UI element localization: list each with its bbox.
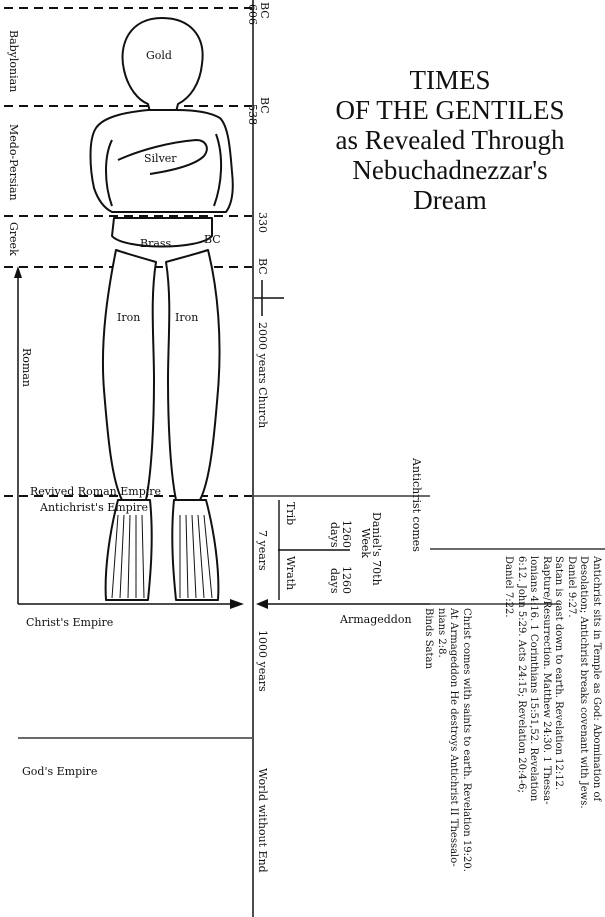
- statue-leg-right: [166, 250, 220, 500]
- timeline-church-age: 2000 years Church: [257, 322, 268, 428]
- timeline-world-without-end: World without End: [257, 768, 268, 873]
- label-wrath: Wrath: [285, 556, 296, 590]
- note-christ: Christ comes with saints to earth. Revel…: [422, 608, 472, 872]
- statue-leg-left: [103, 250, 156, 500]
- label-days-word-b: days: [329, 568, 340, 593]
- label-week: Week: [360, 528, 371, 558]
- label-armageddon: Armageddon: [340, 614, 412, 625]
- timeline-thousand-years: 1000 years: [257, 630, 268, 692]
- note-christ-line: Binds Satan: [422, 608, 435, 872]
- note-antichrist-line: Desolation; Antichrist breaks covenant w…: [577, 556, 590, 809]
- timeline-538-era: BC: [259, 97, 270, 114]
- timeline-606-era: BC: [259, 2, 270, 19]
- timeline-330-era: BC: [257, 258, 268, 275]
- empire-greek: Greek: [8, 222, 19, 256]
- note-antichrist-line: Daniel 7:22.: [502, 556, 515, 809]
- empire-roman: Roman: [21, 348, 32, 387]
- empire-christ: Christ's Empire: [26, 617, 113, 628]
- armageddon-arrow-head: [256, 599, 268, 609]
- title-line-2: OF THE GENTILES: [300, 96, 600, 124]
- timeline-330: 330: [257, 212, 268, 233]
- note-antichrist-line: Rapture/Resurrection. Matthew 24:30. 1 T…: [540, 556, 553, 809]
- note-christ-line: nians 2:8.: [435, 608, 448, 872]
- title-line-4: Nebuchadnezzar's: [300, 156, 600, 184]
- label-days-word-a: days: [329, 522, 340, 547]
- note-antichrist: Antichrist sits in Temple as God: Abomin…: [502, 556, 602, 809]
- label-days-1260-a: 1260: [341, 520, 352, 548]
- label-gold: Gold: [146, 50, 172, 61]
- label-trib: Trib: [285, 502, 296, 525]
- label-antichrist-comes: Antichrist comes: [411, 458, 422, 552]
- timeline-seven-years: 7 years: [257, 530, 268, 571]
- title-line-1: TIMES: [300, 66, 600, 94]
- christ-arrow-head: [230, 599, 244, 609]
- empire-babylonian: Babylonian: [8, 30, 19, 92]
- timeline-606: 606: [247, 4, 258, 25]
- note-antichrist-line: Satan is cast down to earth. Revelation …: [552, 556, 565, 809]
- label-iron-right: Iron: [175, 312, 198, 323]
- note-christ-line: At Armageddon He destroys Antichrist II …: [447, 608, 460, 872]
- timeline-538: 538: [247, 104, 258, 125]
- empire-antichrist: Antichrist's Empire: [40, 502, 148, 513]
- statue-head: [123, 18, 203, 112]
- label-brass-bc: BC: [204, 234, 221, 245]
- note-antichrist-line: Daniel 9:27.: [565, 556, 578, 809]
- empire-revived-roman: Revived Roman Empire: [30, 486, 161, 497]
- label-iron-left: Iron: [117, 312, 140, 323]
- note-christ-line: Christ comes with saints to earth. Revel…: [460, 608, 473, 872]
- empire-god: God's Empire: [22, 766, 97, 777]
- note-antichrist-line: 6:12. John 5:29. Acts 24:15; Revelation …: [515, 556, 528, 809]
- label-daniels-70th: Daniel's 70th: [371, 512, 382, 586]
- note-antichrist-line: lonians 4:16. 1 Corinthians 15:51,52. Re…: [527, 556, 540, 809]
- label-silver: Silver: [144, 153, 177, 164]
- title-line-3: as Revealed Through: [300, 126, 600, 154]
- label-days-1260-b: 1260: [341, 566, 352, 594]
- empire-medo-persian: Medo-Persian: [8, 124, 19, 201]
- label-brass: Brass: [140, 238, 171, 249]
- title-line-5: Dream: [300, 186, 600, 214]
- note-antichrist-line: Antichrist sits in Temple as God: Abomin…: [590, 556, 603, 809]
